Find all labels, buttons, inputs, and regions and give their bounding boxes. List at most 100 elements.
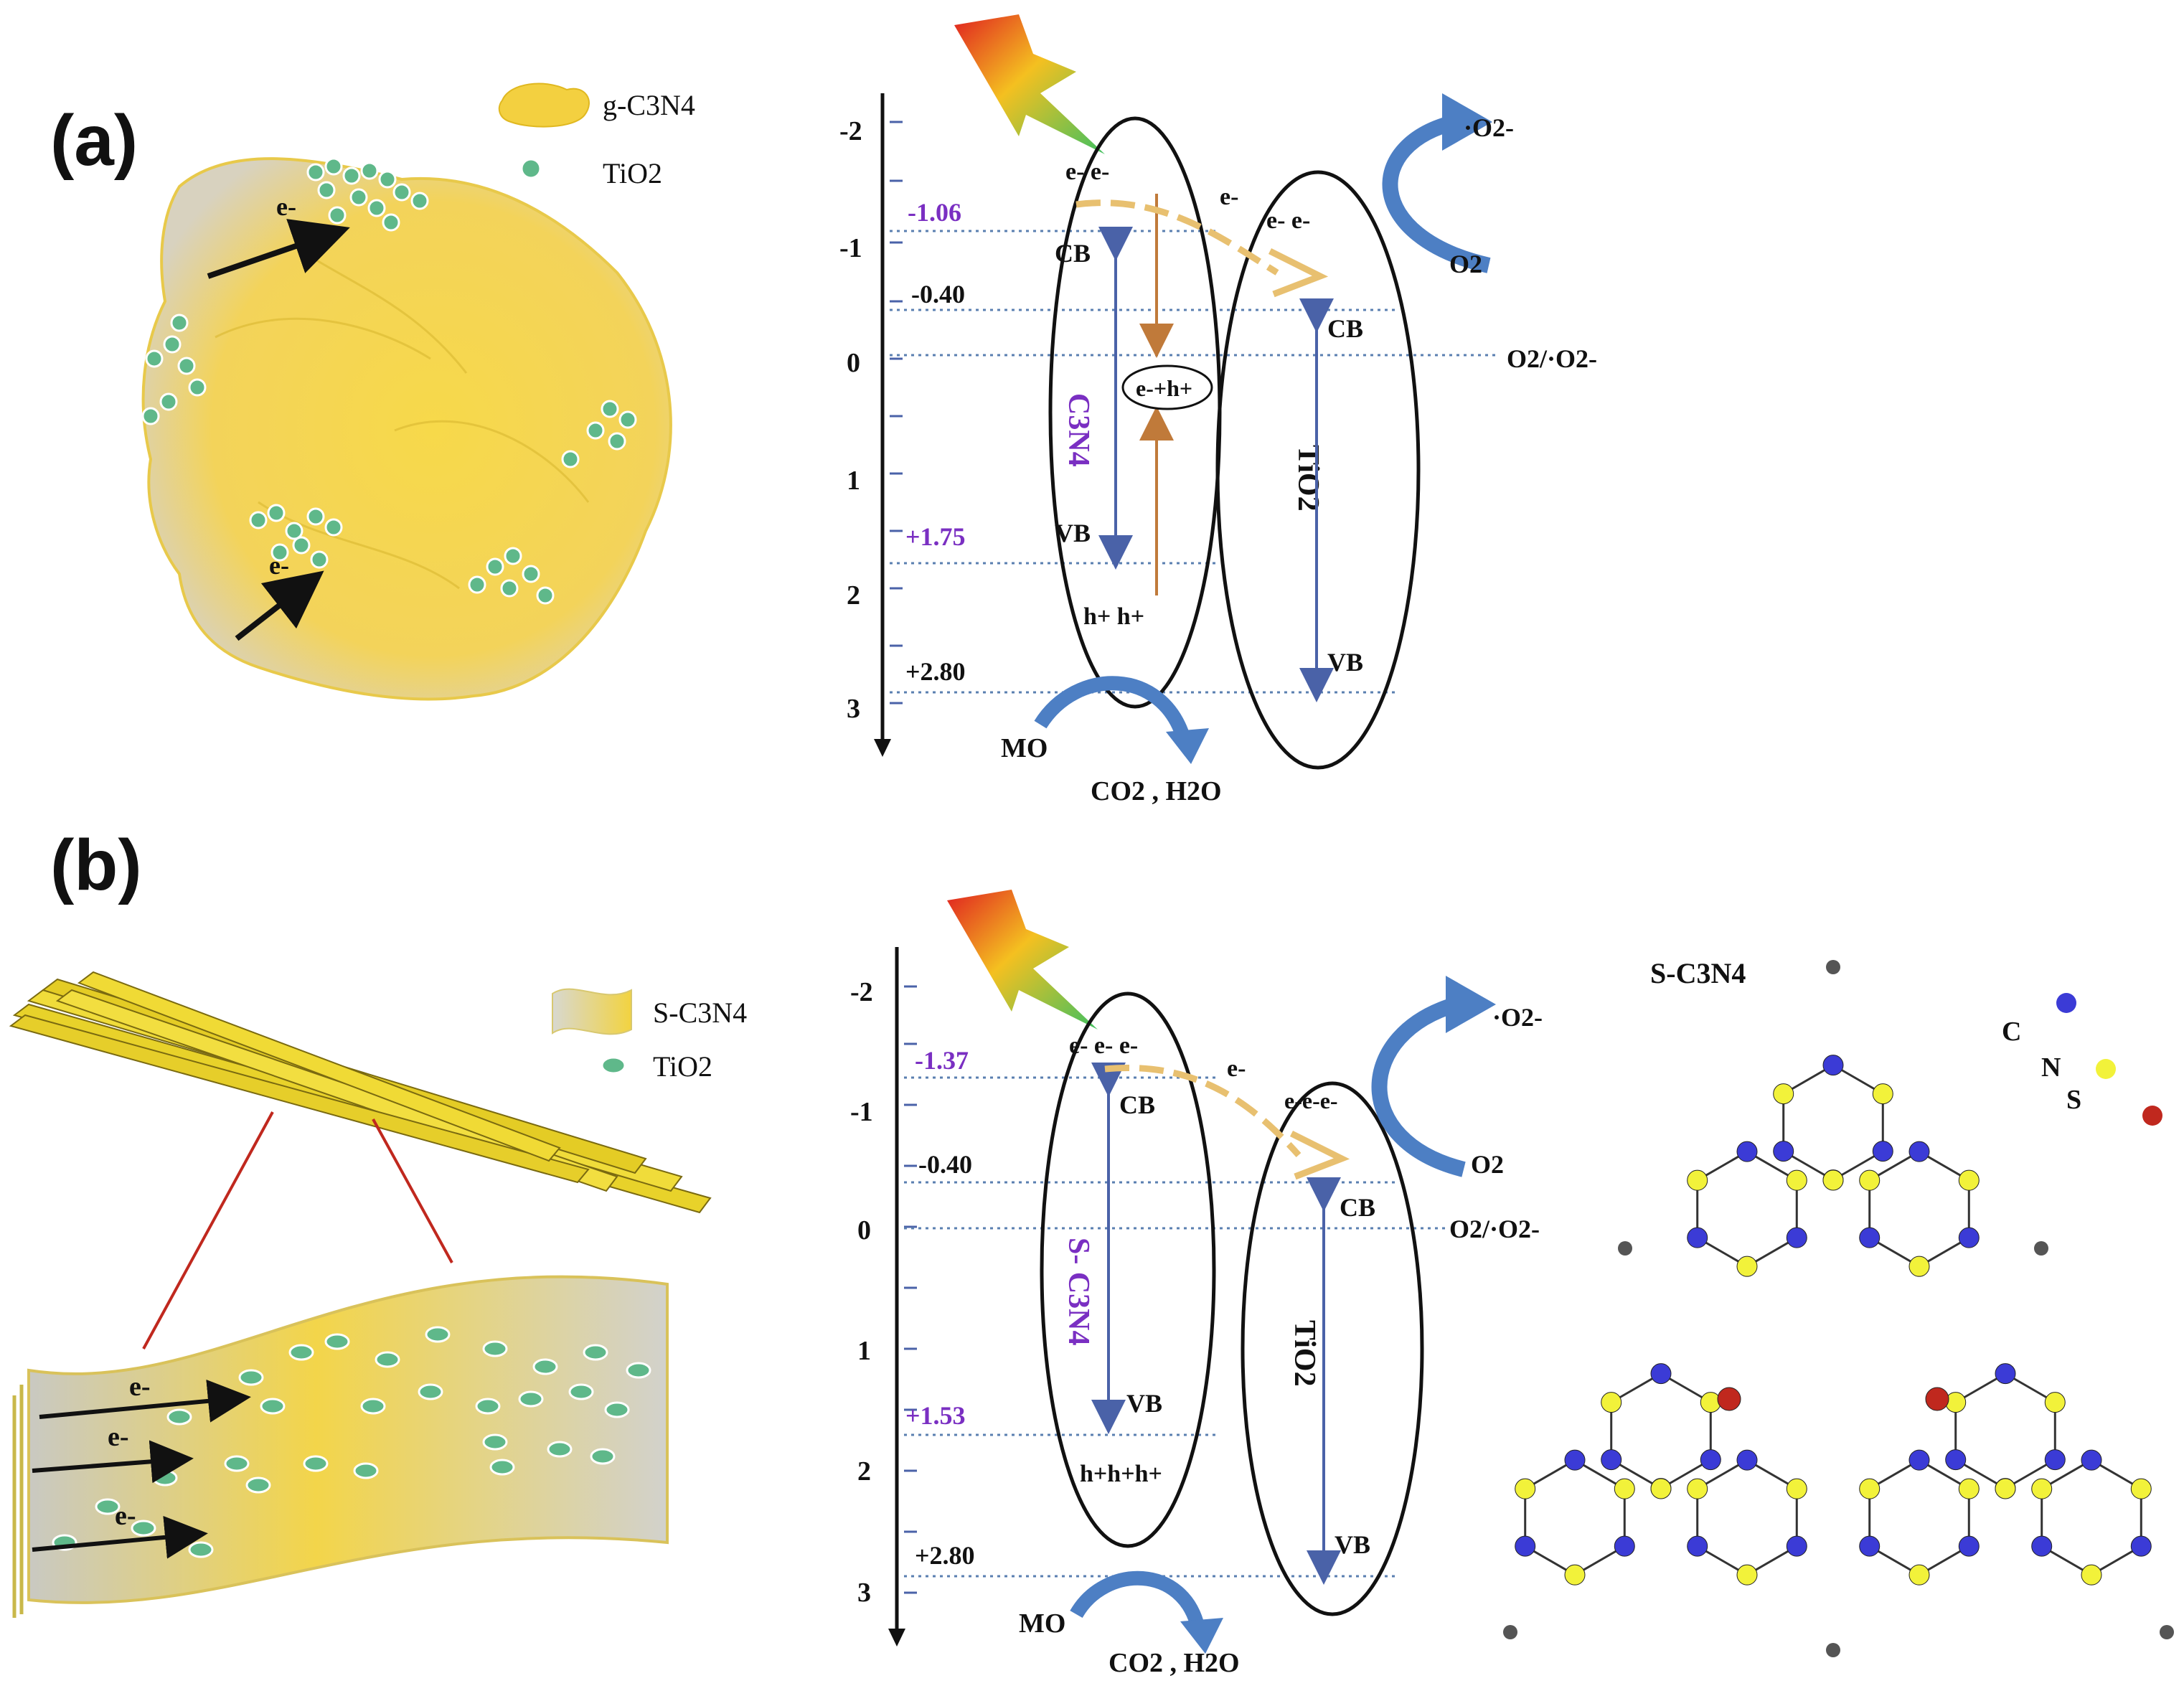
nitrogen-atom (1773, 1083, 1794, 1105)
electron-label-upper: e- (276, 192, 296, 221)
carrier-electrons-left: e- e- e- (1069, 1032, 1138, 1059)
nitrogen-atom (1736, 1564, 1758, 1586)
mo-degradation-arrow (1070, 1570, 1205, 1631)
hydrogen-atom (1826, 1643, 1840, 1657)
o2-reduction-arrow (1382, 114, 1491, 273)
carbon-atom (2031, 1535, 2053, 1557)
s-c3n4-band-ellipse (1040, 991, 1216, 1548)
nitrogen-atom (1515, 1478, 1536, 1499)
nitrogen-atom (1786, 1478, 1807, 1499)
nitrogen-atom (1859, 1478, 1881, 1499)
carrier-electrons-right: e- e- (1266, 207, 1310, 234)
level-value-cb-c3n4: -1.06 (908, 198, 961, 227)
nitrogen-atom (1859, 1169, 1881, 1191)
hydrogen-atom (2160, 1625, 2174, 1639)
carbon-atom (1786, 1227, 1807, 1248)
electron-arrow-upper (207, 219, 350, 279)
structure-legend-n: N (2041, 1052, 2061, 1083)
nitrogen-atom (1687, 1478, 1708, 1499)
carbon-atom (1700, 1449, 1721, 1471)
axis-tick-label: 3 (847, 694, 860, 724)
o2-reduction-arrow (1371, 997, 1466, 1177)
particle-sheet-edges (215, 250, 590, 590)
o2-reduction-arrowhead (1442, 93, 1492, 151)
nitrogen-atom (1908, 1256, 1930, 1277)
carrier-electron-mid: e- (1220, 184, 1238, 210)
potential-axis-arrowhead (888, 1629, 905, 1647)
carbon-atom (1872, 1141, 1893, 1162)
carbon-atom (2081, 1449, 2102, 1471)
carbon-atom (1995, 1363, 2016, 1385)
particle-body (141, 157, 672, 701)
axis-tick-label: -1 (850, 1097, 873, 1127)
nitrogen-atom (1822, 1169, 1844, 1191)
axis-ticks-b (904, 985, 917, 1594)
superoxide-label: ·O2- (1464, 113, 1514, 142)
nitrogen-atom (1687, 1169, 1708, 1191)
carbon-atom (1945, 1449, 1967, 1471)
level-value-cb-c3n4: -1.37 (915, 1046, 969, 1075)
light-bolt-icon (954, 14, 1105, 154)
pollutant-label: MO (1001, 733, 1048, 763)
axis-tick-label: -2 (850, 977, 873, 1007)
nitrogen-atom (2081, 1564, 2102, 1586)
products-label: CO2 , H2O (1091, 776, 1222, 806)
sulfur-atom (1925, 1387, 1949, 1411)
structure-legend-s: S (2066, 1085, 2081, 1115)
legend-particle-label: TiO2 (653, 1050, 712, 1083)
carbon-atom (1958, 1227, 1980, 1248)
panel-b: (b) e- (9, 825, 2174, 1678)
mo-degradation-arrow (1034, 676, 1191, 742)
legend-material-swatch (552, 988, 632, 1035)
carbon-atom (2130, 1535, 2152, 1557)
axis-tick-label: 0 (857, 1215, 871, 1245)
band-label-vb-c3n4: VB (1055, 519, 1091, 547)
redox-couple-label: O2/·O2- (1507, 344, 1597, 373)
nitrogen-atom (1786, 1169, 1807, 1191)
nitrogen-atom (1872, 1083, 1893, 1105)
hydrogen-atom (1618, 1241, 1632, 1256)
nitrogen-atom (1614, 1478, 1635, 1499)
nitrogen-atom (1700, 1392, 1721, 1413)
hydrogen-atom (1826, 960, 1840, 974)
carbon-atom (1614, 1535, 1635, 1557)
nitrogen-atom (2044, 1392, 2066, 1413)
legend-particle-swatch (601, 1056, 626, 1075)
carrier-holes: h+ h+ (1083, 603, 1144, 630)
level-value-vb-c3n4: +1.53 (905, 1401, 966, 1430)
electron-label-b2: e- (108, 1422, 129, 1452)
legend-particle-label: TiO2 (603, 157, 662, 189)
band-label-vb-c3n4: VB (1126, 1389, 1162, 1418)
electron-label-lower: e- (269, 551, 289, 580)
band-label-cb-c3n4: CB (1119, 1091, 1155, 1119)
axis-tick-label: -2 (839, 116, 862, 146)
electron-arrow-b3 (32, 1515, 208, 1559)
nitrogen-atom (1995, 1478, 2016, 1499)
material-label-tio2: TiO2 (1291, 445, 1324, 512)
o2-reduction-arrowhead (1446, 976, 1496, 1033)
electron-arrow-b1 (39, 1379, 251, 1423)
zoom-line-left (142, 1111, 274, 1349)
nitrogen-atom (1564, 1564, 1586, 1586)
material-label-tio2: TiO2 (1288, 1320, 1321, 1387)
carbon-atom (1687, 1227, 1708, 1248)
s-c3n4-structure: S-C3N4 C N S (1503, 957, 2174, 1657)
nitrogen-atom (1945, 1392, 1967, 1413)
hydrogen-atom (1503, 1625, 1517, 1639)
energy-levels-b (904, 1076, 1449, 1578)
electron-transfer-arrow (1104, 1065, 1302, 1157)
oxygen-label: O2 (1471, 1150, 1504, 1179)
mo-degradation-arrowhead (1166, 728, 1209, 764)
products-label: CO2 , H2O (1109, 1648, 1240, 1678)
carbon-atom (1958, 1535, 1980, 1557)
superoxide-label: ·O2- (1492, 1003, 1543, 1032)
carbon-atom (1650, 1363, 1672, 1385)
energy-diagram-a: -2 -1 0 1 2 3 -1.06 -0.40 +1.75 +2.80 (839, 14, 1597, 806)
carbon-atom (1736, 1449, 1758, 1471)
sulfur-atom (1717, 1387, 1741, 1411)
nitrogen-atom (1958, 1169, 1980, 1191)
structure-legend-c: C (2002, 1017, 2021, 1047)
electron-arrow-lower (235, 570, 324, 641)
recombination-ellipse (1121, 364, 1213, 410)
band-label-vb-tio2: VB (1327, 648, 1363, 677)
